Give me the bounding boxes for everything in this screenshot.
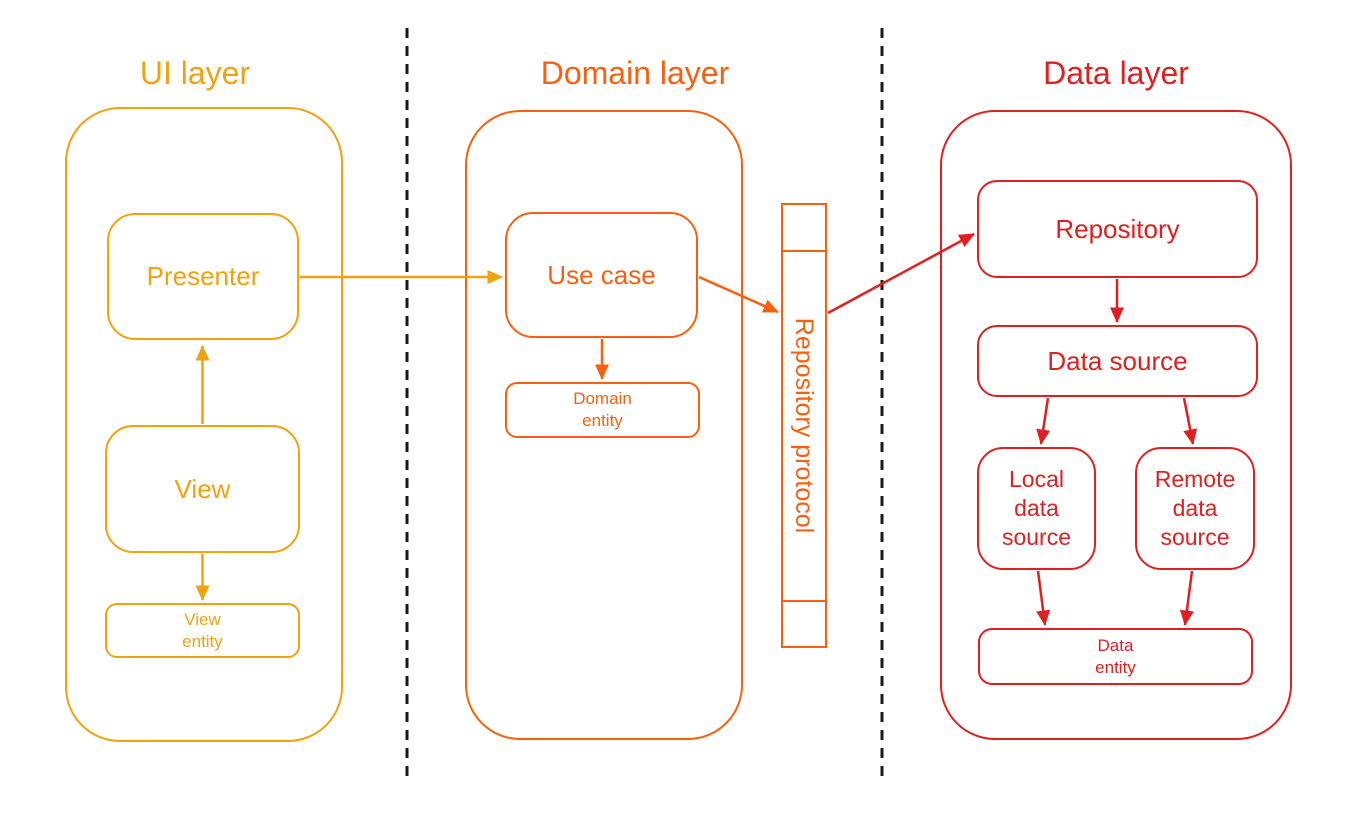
repository-protocol-node: Repository protocol (781, 203, 827, 648)
data-layer-container (940, 110, 1292, 740)
use-case-label: Use case (547, 259, 656, 290)
presenter-label: Presenter (146, 261, 260, 291)
view-node: View (105, 425, 300, 553)
remote-data-source-label: Remote data source (1154, 466, 1236, 550)
domain-entity-label: Domain entity (573, 389, 632, 430)
view-entity-node: View entity (105, 603, 300, 658)
data-source-label: Data source (1047, 345, 1188, 376)
ui-layer-title: UI layer (139, 55, 251, 91)
presenter-node: Presenter (107, 213, 299, 340)
view-label: View (174, 473, 231, 504)
remote-data-source-node: Remote data source (1135, 447, 1255, 570)
data-layer-title: Data layer (1043, 55, 1189, 91)
use-case-node: Use case (505, 212, 698, 338)
data-entity-node: Data entity (978, 628, 1253, 685)
data-source-node: Data source (977, 325, 1258, 397)
local-data-source-label: Local data source (1001, 466, 1072, 550)
ui-layer-container (65, 107, 343, 742)
view-entity-label: View entity (182, 609, 223, 651)
repository-protocol-label: Repository protocol (790, 317, 819, 534)
local-data-source-node: Local data source (977, 447, 1096, 570)
protocol-bar-bottom-cap (783, 600, 825, 646)
domain-layer-container (465, 110, 743, 740)
protocol-bar-top-cap (783, 205, 825, 252)
domain-layer-title: Domain layer (540, 55, 730, 91)
repository-label: Repository (1055, 213, 1180, 244)
domain-entity-node: Domain entity (505, 382, 700, 438)
data-entity-label: Data entity (1095, 635, 1136, 677)
repository-node: Repository (977, 180, 1258, 278)
